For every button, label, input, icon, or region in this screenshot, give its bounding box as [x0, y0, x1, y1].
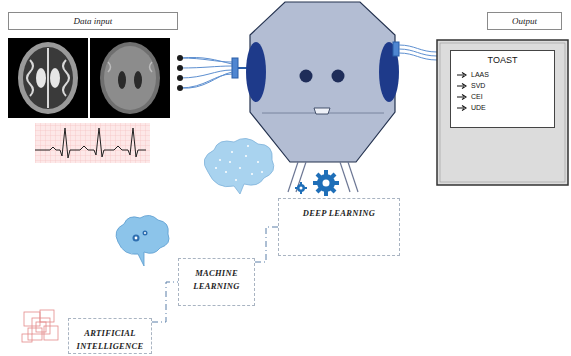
stage-connector [255, 227, 278, 262]
stage-label: DEEP LEARNING [285, 207, 393, 220]
box-label: Data input [74, 16, 113, 26]
list-row: UDE [457, 102, 548, 113]
brain-icon [116, 215, 169, 266]
list-arrow [457, 105, 467, 111]
list-row: CEI [457, 91, 548, 102]
brain-icon [204, 138, 274, 194]
stage-box: DEEP LEARNING [278, 198, 400, 256]
input-label-box: Data input [8, 12, 178, 30]
stage-connector [152, 282, 178, 322]
output-label-box: Output [487, 12, 562, 30]
input-connector [232, 58, 238, 78]
list-arrow [457, 94, 467, 100]
gear-icon [295, 170, 339, 196]
list-row: SVD [457, 80, 548, 91]
list-item: CEI [471, 91, 483, 102]
output-connector [393, 42, 399, 56]
list-arrow [457, 83, 467, 89]
list-item: SVD [471, 80, 485, 91]
ai-icon [22, 310, 58, 342]
mri-image [90, 38, 170, 118]
stage-box: MACHINE LEARNING [178, 258, 255, 306]
list-arrow [457, 72, 467, 78]
box-label: Output [512, 16, 537, 26]
list-item: LAAS [471, 69, 489, 80]
list-item: UDE [471, 102, 486, 113]
stage-label: ARTIFICIAL INTELLIGENCE [75, 327, 145, 353]
stage-box: ARTIFICIAL INTELLIGENCE [68, 318, 152, 354]
toast-screen: TOAST LAASSVDCEIUDE [450, 50, 555, 128]
list-row: LAAS [457, 69, 548, 80]
input-dots [177, 55, 183, 91]
input-wires [180, 57, 232, 88]
output-wires [399, 45, 437, 60]
stage-label: MACHINE LEARNING [185, 267, 248, 293]
screen-title: TOAST [457, 55, 548, 65]
mri-image [8, 38, 88, 118]
ecg-strip [35, 123, 150, 163]
screen-frame [437, 40, 568, 185]
